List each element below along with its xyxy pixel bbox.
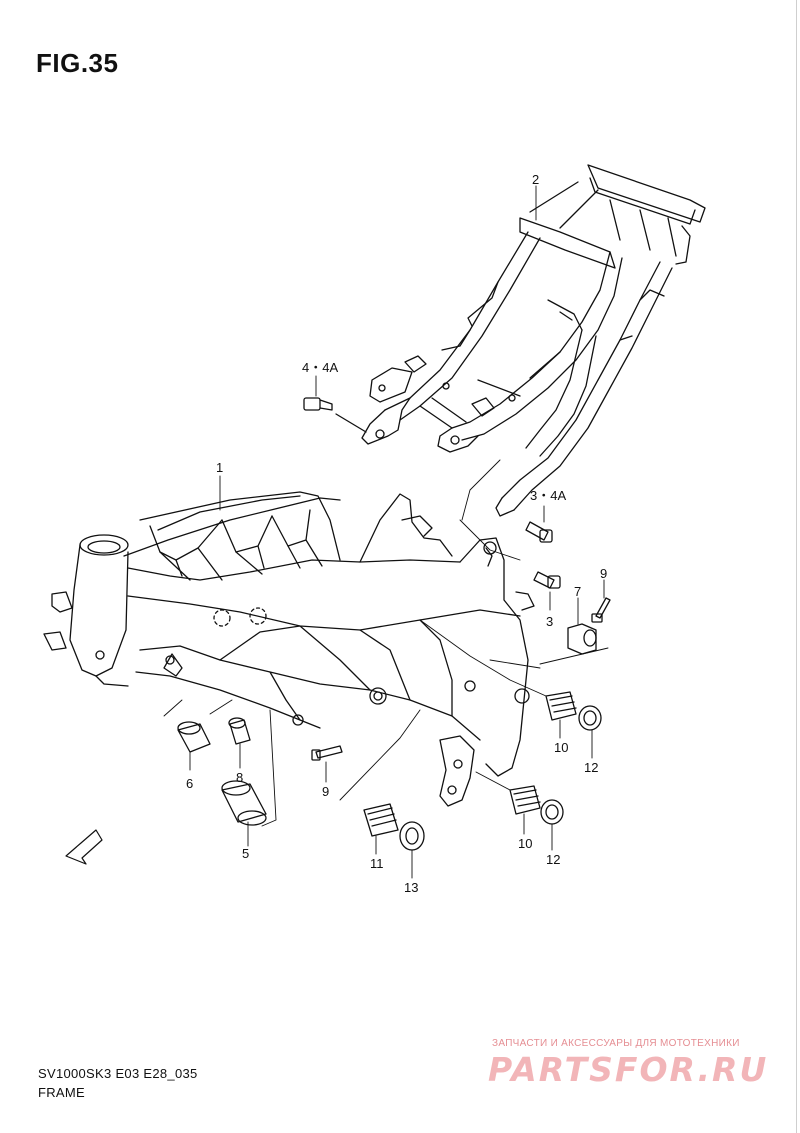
callout-9-right: 9 xyxy=(600,566,607,581)
watermark-logo: PARTSFOR.RU xyxy=(488,1050,769,1089)
callout-11: 11 xyxy=(370,856,384,871)
callout-6: 6 xyxy=(186,776,193,791)
callout-4-4a: 4・4A xyxy=(302,360,338,375)
figure-title: FIG.35 xyxy=(36,48,119,78)
leader-lines xyxy=(163,185,609,879)
adjuster-11 xyxy=(363,803,399,837)
callout-9-left: 9 xyxy=(322,784,329,799)
nut-13 xyxy=(399,821,425,851)
bolt-9-left xyxy=(311,745,343,761)
watermark-tagline: ЗАПЧАСТИ И АКСЕССУАРЫ ДЛЯ МОТОТЕХНИКИ xyxy=(492,1038,740,1049)
callout-8: 8 xyxy=(236,770,243,785)
spacer-8 xyxy=(228,717,251,745)
callout-3: 3 xyxy=(546,614,553,629)
bolt-9-right xyxy=(591,597,611,623)
bolt-3-lower xyxy=(533,571,561,589)
nut-12-upper xyxy=(578,705,602,731)
callout-12-upper: 12 xyxy=(584,760,598,775)
nut-12-lower xyxy=(540,799,564,825)
right-border xyxy=(796,0,797,1133)
spacer-6 xyxy=(177,721,211,753)
callout-13: 13 xyxy=(404,880,418,895)
callout-1: 1 xyxy=(216,460,223,475)
bolt-3-upper xyxy=(525,521,553,543)
adjuster-10-upper xyxy=(545,691,577,721)
spacer-5 xyxy=(221,780,267,826)
main-frame xyxy=(43,491,535,807)
fwd-label: FWD xyxy=(76,835,96,854)
adjuster-10-lower xyxy=(509,785,541,815)
callout-7: 7 xyxy=(574,584,581,599)
callout-10-upper: 10 xyxy=(554,740,568,755)
callouts: 1 2 4・4A 3・4A 3 7 9 6 8 5 9 10 12 10 12 … xyxy=(76,172,608,895)
callout-12-lower: 12 xyxy=(546,852,560,867)
bolt-4 xyxy=(303,397,367,433)
callout-2: 2 xyxy=(532,172,539,187)
bushing-7 xyxy=(567,623,597,655)
diagram-code: SV1000SK3 E03 E28_035 xyxy=(38,1066,198,1081)
diagram-name: FRAME xyxy=(38,1085,85,1100)
callout-3-4a: 3・4A xyxy=(530,488,566,503)
callout-5: 5 xyxy=(242,846,249,861)
callout-10-lower: 10 xyxy=(518,836,532,851)
fwd-arrow-icon xyxy=(65,829,103,865)
seat-rail-subframe xyxy=(361,164,706,517)
